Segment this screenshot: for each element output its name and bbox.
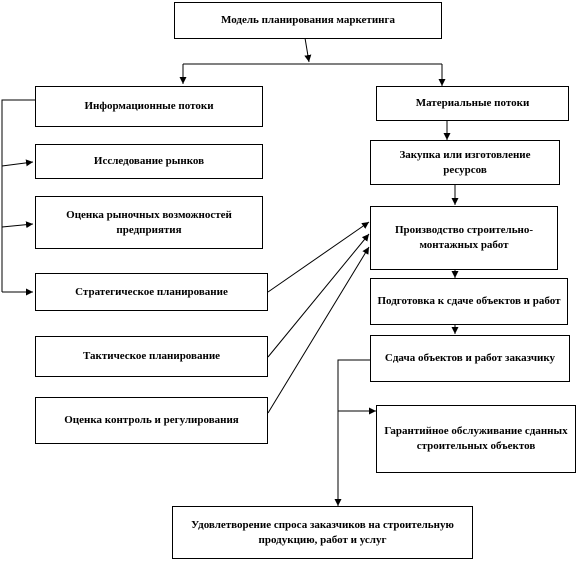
node-warranty-service: Гарантийное обслуживание сданных строите… (376, 405, 576, 473)
node-warranty-service-label: Гарантийное обслуживание сданных строите… (384, 425, 568, 452)
node-purchase-resources-label: Закупка или изготовление ресурсов (399, 148, 531, 176)
node-tactical-planning: Тактическое планирование (35, 336, 268, 377)
node-handover-label: Сдача объектов и работ заказчику (384, 352, 556, 365)
edge-handover-trunk (337, 359, 370, 506)
edge-info-flows-bracket (1, 99, 35, 292)
node-info-flows-label: Информационные потоки (84, 100, 214, 113)
edge-to-market-research (1, 159, 34, 167)
node-purchase-resources: Закупка или изготовление ресурсов (370, 140, 560, 185)
edge-control-to-production (267, 246, 370, 414)
node-prep-delivery-label: Подготовка к сдаче объектов и работ (377, 295, 561, 308)
node-root: Модель планирования маркетинга (174, 2, 442, 39)
edge-tactical-to-production (267, 233, 370, 358)
node-market-opportunities-label: Оценка рыночных возможностей предприятия (66, 208, 232, 236)
node-market-research: Исследование рынков (35, 144, 263, 179)
node-material-flows: Материальные потоки (376, 86, 569, 121)
edge-root-to-split (304, 37, 312, 63)
node-strategic-planning: Стратегическое планирование (35, 273, 268, 311)
node-demand-satisfaction-label: Удовлетворение спроса заказчиков на стро… (191, 518, 454, 546)
node-handover: Сдача объектов и работ заказчику (370, 335, 570, 382)
node-market-opportunities: Оценка рыночных возможностей предприятия (35, 196, 263, 249)
node-control-regulation: Оценка контроль и регулирования (35, 397, 268, 444)
node-prep-delivery: Подготовка к сдаче объектов и работ (370, 278, 568, 325)
node-market-research-label: Исследование рынков (93, 155, 205, 168)
node-demand-satisfaction: Удовлетворение спроса заказчиков на стро… (172, 506, 473, 559)
node-material-flows-label: Материальные потоки (415, 97, 530, 110)
node-control-regulation-label: Оценка контроль и регулирования (64, 414, 239, 427)
node-tactical-planning-label: Тактическое планирование (82, 350, 221, 363)
edge-to-market-opportunities (1, 221, 34, 229)
node-info-flows: Информационные потоки (35, 86, 263, 127)
node-production-works-label: Производство строительно-монтажных работ (394, 224, 534, 251)
node-strategic-planning-label: Стратегическое планирование (75, 285, 228, 298)
node-production-works: Производство строительно-монтажных работ (370, 206, 558, 270)
node-root-label: Модель планирования маркетинга (220, 14, 395, 27)
edge-strategic-to-production (267, 221, 370, 293)
